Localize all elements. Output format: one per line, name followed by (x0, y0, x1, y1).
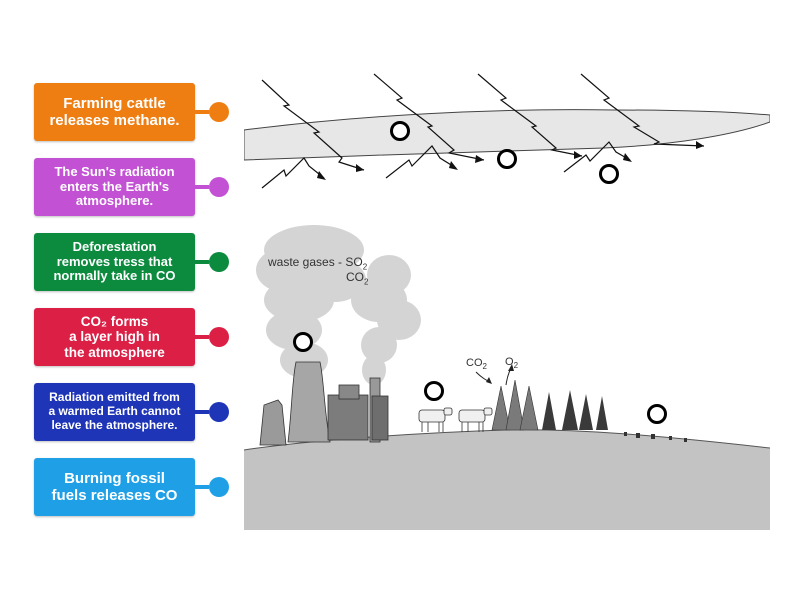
label-line: Deforestation (72, 238, 157, 254)
label-line: CO₂ forms (80, 313, 149, 329)
label-drag-handle-icon[interactable] (209, 252, 229, 272)
label-line: normally take in CO (53, 268, 176, 284)
tree-stumps (624, 432, 687, 442)
label-line: atmosphere. (75, 193, 154, 209)
label-line: leave the atmosphere. (51, 417, 178, 432)
label-line: Radiation emitted from (49, 390, 180, 405)
label-connector (195, 110, 209, 114)
label-line: Burning fossil (64, 469, 165, 487)
label-line: removes tress that (56, 253, 173, 269)
label-connector (195, 485, 209, 489)
tree-co2-label: CO2 (466, 357, 487, 372)
waste-co2-label: CO2 (346, 270, 369, 287)
reflected-radiation-arrows (261, 141, 631, 189)
tree-o2-label: O2 (505, 356, 519, 371)
drop-target-atmosphere-layer[interactable] (390, 121, 410, 141)
label-line: a layer high in (69, 329, 160, 345)
label-drag-handle-icon[interactable] (209, 177, 229, 197)
drop-target-trapped-radiation[interactable] (497, 149, 517, 169)
greenhouse-diagram: waste gases - SO2 CO2 CO2 O2 (243, 60, 771, 530)
trees-grey (491, 379, 539, 431)
label-drag-handle-icon[interactable] (209, 402, 229, 422)
label-line: Farming cattle (63, 94, 166, 112)
label-line: The Sun's radiation (54, 163, 175, 179)
smoke-clouds (256, 225, 421, 385)
label-line: releases methane. (49, 112, 180, 129)
label-line: enters the Earth's (59, 178, 170, 194)
waste-gases-label: waste gases - SO2 (268, 255, 368, 272)
trees-dark (542, 390, 608, 430)
cows (418, 407, 493, 432)
label-line: the atmosphere (64, 344, 165, 360)
drop-target-power-station[interactable] (293, 332, 313, 352)
label-connector (195, 335, 209, 339)
label-drag-handle-icon[interactable] (209, 477, 229, 497)
reflected-arrow-heads (317, 153, 632, 180)
label-connector (195, 185, 209, 189)
ground (244, 429, 770, 530)
incoming-radiation-arrows (261, 73, 705, 171)
label-line: a warmed Earth cannot (48, 404, 181, 419)
greenhouse-diagram-art (243, 73, 771, 530)
label-drag-handle-icon[interactable] (209, 102, 229, 122)
label-connector (195, 410, 209, 414)
drop-target-cattle[interactable] (424, 381, 444, 401)
incoming-arrow-heads (356, 141, 704, 172)
power-station (259, 361, 389, 446)
label-line: fuels releases CO (51, 487, 178, 504)
label-connector (195, 260, 209, 264)
drop-target-deforestation[interactable] (647, 404, 667, 424)
label-drag-handle-icon[interactable] (209, 327, 229, 347)
drop-target-sun-radiation[interactable] (599, 164, 619, 184)
